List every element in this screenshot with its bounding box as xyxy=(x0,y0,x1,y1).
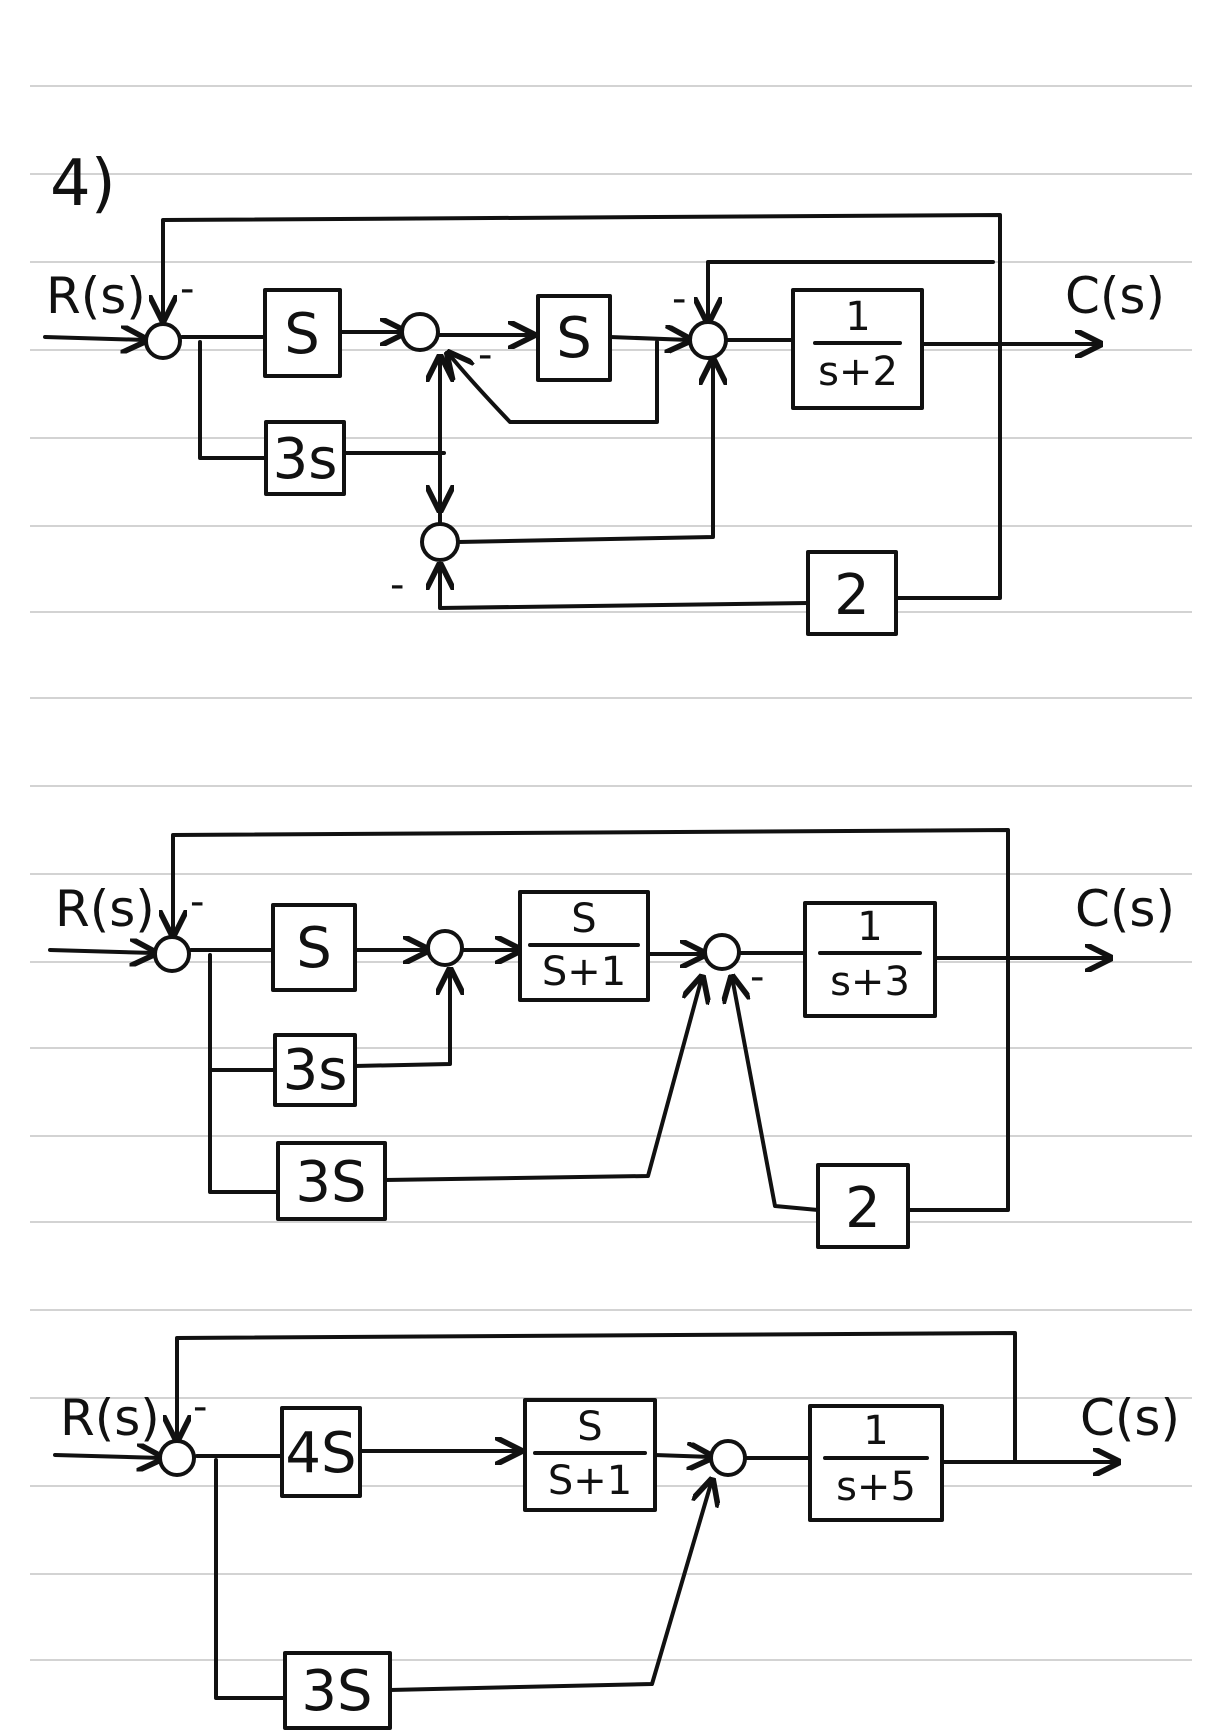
summing-junction xyxy=(705,935,739,969)
transfer-block: 1 s+3 xyxy=(805,903,935,1016)
transfer-block: S xyxy=(273,905,355,990)
summing-junction xyxy=(160,1441,194,1475)
minus-sign: - xyxy=(180,266,194,312)
transfer-block: 2 xyxy=(808,552,896,634)
transfer-block: 3s xyxy=(275,1035,355,1105)
output-label: C(s) xyxy=(1075,880,1175,938)
summing-junction xyxy=(428,931,462,965)
transfer-block: 3s xyxy=(266,422,344,494)
block-numerator: 4S xyxy=(285,1421,356,1486)
block-numerator: S xyxy=(577,1404,602,1450)
signal-wires xyxy=(55,1333,1118,1698)
minus-sign: - xyxy=(190,879,204,925)
input-label: R(s) xyxy=(60,1389,160,1447)
transfer-block: S S+1 xyxy=(520,892,648,1000)
minus-sign: - xyxy=(750,954,764,1000)
block-numerator: S xyxy=(296,916,332,981)
signal-wires xyxy=(45,215,1100,608)
block-numerator: 1 xyxy=(863,1408,888,1454)
block-numerator: 3s xyxy=(283,1038,348,1103)
minus-sign: - xyxy=(672,276,686,322)
summing-junction xyxy=(690,322,726,358)
transfer-block: S xyxy=(538,296,610,380)
minus-sign: - xyxy=(193,1384,207,1430)
block-numerator: S xyxy=(284,302,320,367)
block-denominator: s+2 xyxy=(818,349,898,395)
transfer-block: 3S xyxy=(285,1653,390,1728)
signal-wires xyxy=(50,830,1110,1210)
block-numerator: 1 xyxy=(857,904,882,950)
transfer-block: 1 s+5 xyxy=(810,1406,942,1520)
block-denominator: s+5 xyxy=(836,1464,916,1510)
block-numerator: 3S xyxy=(295,1150,366,1215)
block-numerator: 3s xyxy=(273,427,338,492)
problem-number: 4) xyxy=(50,147,116,221)
input-label: R(s) xyxy=(55,880,155,938)
block-numerator: 1 xyxy=(845,294,870,340)
summing-junction xyxy=(422,524,458,560)
block-numerator: S xyxy=(556,306,592,371)
transfer-block: 1 s+2 xyxy=(793,290,922,408)
block-denominator: S+1 xyxy=(548,1458,632,1504)
summing-junction xyxy=(711,1441,745,1475)
block-numerator: 2 xyxy=(834,563,870,628)
transfer-block: S S+1 xyxy=(525,1400,655,1510)
diagram-3: R(s) C(s) - 4S S S+1 xyxy=(55,1333,1180,1728)
summing-junction xyxy=(402,314,438,350)
minus-sign: - xyxy=(478,332,492,378)
block-denominator: s+3 xyxy=(830,959,910,1005)
block-denominator: S+1 xyxy=(542,949,626,995)
input-label: R(s) xyxy=(46,267,146,325)
output-label: C(s) xyxy=(1065,267,1165,325)
block-numerator: S xyxy=(571,896,596,942)
diagram-1: R(s) C(s) xyxy=(45,215,1165,634)
summing-junction xyxy=(146,324,180,358)
diagram-2: R(s) C(s) - - S xyxy=(50,830,1175,1247)
output-label: C(s) xyxy=(1080,1389,1180,1447)
block-numerator: 2 xyxy=(845,1176,881,1241)
transfer-block: 4S xyxy=(282,1408,360,1496)
summing-junction xyxy=(155,937,189,971)
minus-sign: - xyxy=(390,562,404,608)
transfer-block: S xyxy=(265,290,340,376)
transfer-block: 2 xyxy=(818,1165,908,1247)
block-numerator: 3S xyxy=(301,1659,372,1724)
transfer-block: 3S xyxy=(278,1143,385,1219)
